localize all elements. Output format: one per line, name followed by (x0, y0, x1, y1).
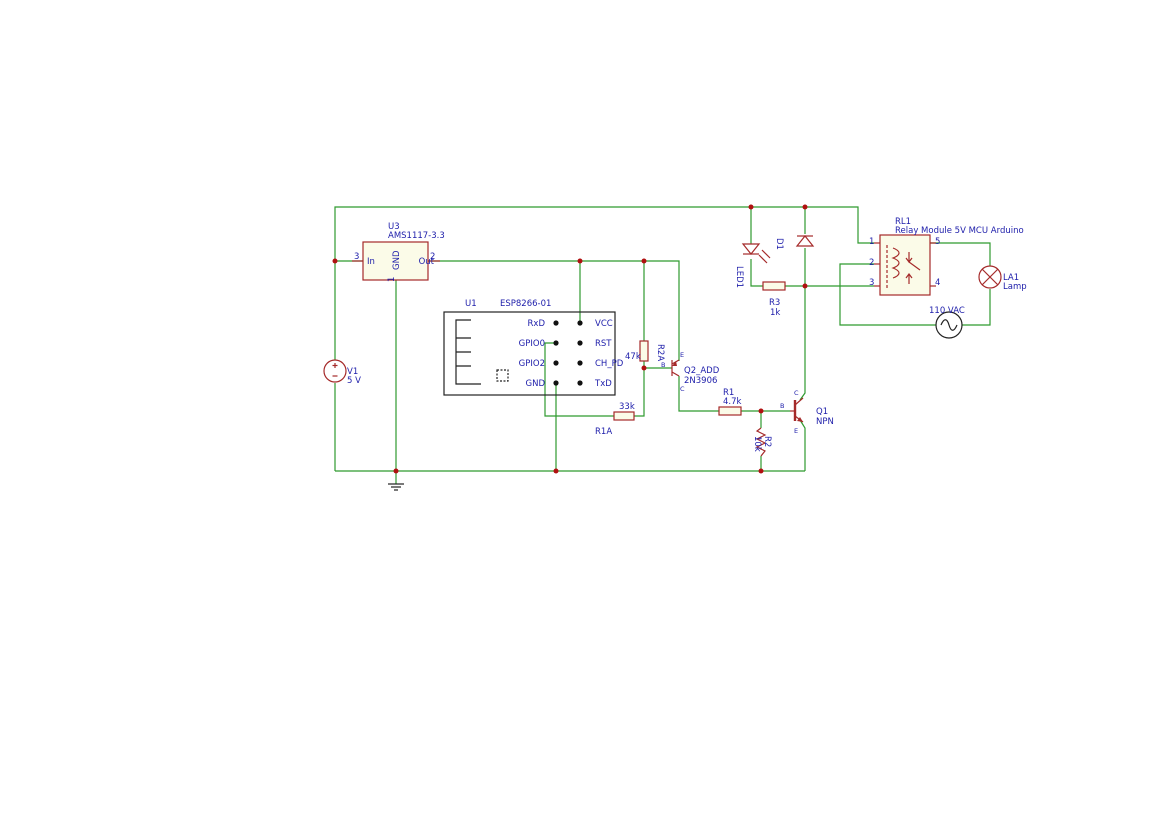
u1-esp8266: U1 ESP8266-01 RxD GPIO0 GPIO2 GND VCC RS… (443, 299, 624, 396)
rl1-value: Relay Module 5V MCU Arduino (895, 226, 1024, 236)
q1-pin-c: C (794, 389, 799, 397)
r1a-ref: R1A (595, 427, 612, 437)
q1-value: NPN (816, 417, 834, 427)
q2-pin-c: C (680, 385, 685, 393)
u3-regulator: U3 AMS1117-3.3 In Out GND 3 2 1 (352, 222, 445, 282)
u1-pin-rst: RST (595, 339, 612, 349)
v1-ref: V1 (347, 367, 358, 377)
rl1-relay: RL1 Relay Module 5V MCU Arduino 1 2 3 4 … (869, 217, 1024, 296)
la1-ref: LA1 (1003, 273, 1019, 283)
r2a-value: 47k (625, 352, 641, 362)
u1-pin-gpio2: GPIO2 (519, 359, 545, 369)
u1-pin-txd: TxD (594, 379, 612, 389)
r2a-resistor: R2A 47k (625, 340, 665, 362)
u3-pin-in: In (367, 257, 375, 267)
led1-ref: LED1 (734, 266, 744, 288)
rl1-pin-4: 4 (935, 278, 940, 288)
q1-pin-b: B (780, 402, 784, 410)
q2-pin-b: B (661, 361, 665, 369)
q2-pnp-transistor: E B C Q2_ADD 2N3906 (661, 351, 720, 393)
v1-value: 5 V (347, 376, 361, 386)
r3-ref: R3 (769, 298, 780, 308)
r3-resistor: R3 1k (762, 281, 786, 318)
r1a-value: 33k (619, 402, 635, 412)
d1-diode: D1 (774, 235, 815, 250)
r2-resistor: R2 10k (752, 427, 772, 457)
u1-value: ESP8266-01 (500, 299, 551, 309)
u1-ref: U1 (465, 299, 477, 309)
rl1-pin-5: 5 (935, 237, 940, 247)
u1-pin-rxd: RxD (528, 319, 546, 329)
r3-value: 1k (770, 308, 780, 318)
la1-lamp: LA1 Lamp (978, 265, 1027, 292)
led1: LED1 (734, 243, 771, 288)
r1-ref: R1 (723, 388, 734, 398)
u3-pin-in-num: 3 (354, 252, 359, 262)
u1-pin-vcc: VCC (595, 319, 613, 329)
u1-pin-gnd: GND (526, 379, 546, 389)
r1-resistor: R1 4.7k (718, 388, 742, 416)
r1-value: 4.7k (723, 397, 742, 407)
r2-value: 10k (752, 436, 762, 452)
q1-ref: Q1 (816, 407, 828, 417)
rl1-ref: RL1 (895, 217, 911, 227)
q2-value: 2N3906 (684, 376, 717, 386)
rl1-pin-2: 2 (869, 258, 874, 268)
rl1-pin-1: 1 (869, 237, 874, 247)
junctions (332, 204, 808, 474)
q2-ref: Q2_ADD (684, 366, 720, 376)
u3-pin-out-num: 2 (430, 252, 435, 262)
q1-pin-e: E (794, 427, 798, 435)
ac-source: 110 VAC (929, 306, 965, 339)
u1-pin-ch-pd: CH_PD (595, 359, 624, 369)
la1-value: Lamp (1003, 282, 1027, 292)
ground-symbol (388, 483, 404, 491)
ac-source-value: 110 VAC (929, 306, 965, 316)
u1-pin-gpio0: GPIO0 (519, 339, 545, 349)
u3-ref: U3 (388, 222, 400, 232)
q2-pin-e: E (680, 351, 684, 359)
u3-pin-out: Out (419, 257, 435, 267)
q1-npn-transistor: C B E Q1 NPN (780, 389, 834, 435)
u3-pin-gnd: GND (392, 250, 402, 270)
u3-value: AMS1117-3.3 (388, 231, 445, 241)
rl1-pin-3: 3 (869, 278, 874, 288)
d1-ref: D1 (774, 238, 784, 250)
r2a-ref: R2A (655, 344, 665, 361)
u3-pin-gnd-num: 1 (387, 277, 397, 282)
wires (334, 206, 991, 484)
r1a-resistor: 33k R1A (595, 402, 635, 437)
r2-ref: R2 (762, 436, 772, 447)
v1-source: V1 5 V (323, 359, 361, 386)
